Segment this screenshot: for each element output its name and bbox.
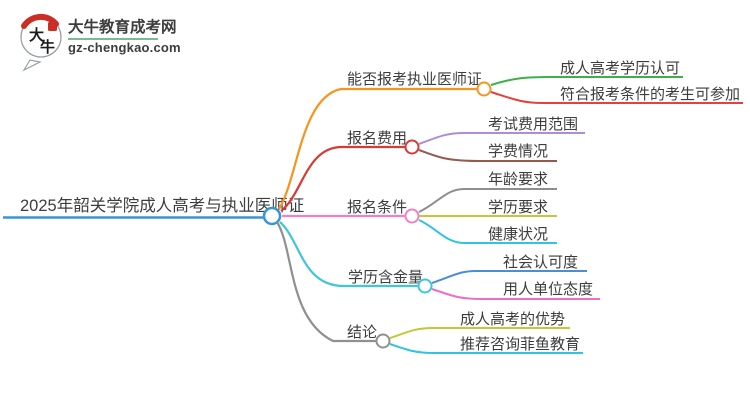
subtopic-label[interactable]: 年龄要求 [488,171,548,188]
branch-label[interactable]: 能否报考执业医师证 [347,71,482,88]
branch-line [278,87,477,210]
logo[interactable]: 大 牛 大牛教育成考网 gz-chengkao.com [20,13,181,72]
root-node[interactable]: 2025年韶关学院成人高考与执业医师证 [3,196,304,226]
subtopic-line [490,76,683,86]
subtopic-line [418,149,557,162]
branch-label[interactable]: 结论 [347,324,377,341]
branch-connector-dot[interactable] [375,333,391,349]
logo-char-1: 大 [29,26,44,44]
branch-label[interactable]: 学历含金量 [348,269,423,286]
branch-label[interactable]: 报名条件 [347,199,407,216]
subtopic-label[interactable]: 社会认可度 [503,254,578,271]
subtopic-label[interactable]: 学历要求 [488,199,548,216]
subtopic-line [418,219,557,244]
subtopic-label[interactable]: 学费情况 [488,143,548,160]
subtopic-line [490,91,743,104]
subtopic-label[interactable]: 考试费用范围 [488,116,578,133]
subtopic-label[interactable]: 健康状况 [488,226,548,243]
branch-5: 结论 成人高考的优势 推荐咨询菲鱼教育 [276,221,583,354]
branch-connector-dot[interactable] [476,81,492,97]
branch-connector-dot[interactable] [417,278,433,294]
brand-name: 大牛教育成考网 [68,17,177,36]
branch-4: 学历含金量 社会认可度 用人单位态度 [279,221,600,300]
branch-line [280,145,405,212]
brand-url: gz-chengkao.com [68,40,181,55]
subtopic-line [389,327,570,339]
root-node-label[interactable]: 2025年韶关学院成人高考与执业医师证 [20,196,304,215]
subtopic-line [418,188,557,213]
branch-1: 能否报考执业医师证 成人高考学历认可 符合报考条件的考生可参加 [278,60,743,210]
branch-label[interactable]: 报名费用 [347,130,407,147]
branch-3: 报名条件 年龄要求 学历要求 健康状况 [282,171,557,244]
logo-seal [48,22,57,31]
subtopic-label[interactable]: 成人高考的优势 [460,311,565,328]
logo-red-arc [21,13,59,29]
subtopic-label[interactable]: 符合报考条件的考生可参加 [560,86,740,103]
logo-char-2: 牛 [40,38,55,56]
logo-bubble-tail [22,59,42,72]
root-connector-dot[interactable] [262,206,282,226]
branch-connector-dot[interactable] [404,139,420,155]
subtopic-label[interactable]: 推荐咨询菲鱼教育 [460,335,580,353]
subtopic-line [431,270,587,284]
branch-line [276,221,376,343]
subtopic-label[interactable]: 用人单位态度 [503,281,593,298]
branch-connector-dot[interactable] [404,208,420,224]
subtopic-line [431,288,600,300]
subtopic-label[interactable]: 成人高考学历认可 [560,60,680,77]
subtopic-line [418,132,585,145]
branch-2: 报名费用 考试费用范围 学费情况 [280,116,585,212]
branch-line [279,221,418,288]
subtopic-line [389,343,583,354]
